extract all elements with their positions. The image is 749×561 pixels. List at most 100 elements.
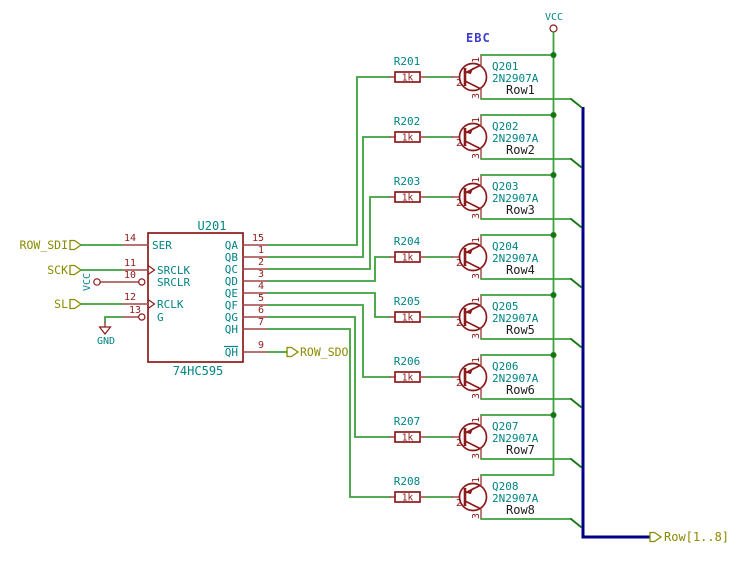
channel-row3[interactable]: R203 1k Q203 2N2907A Row3 1 2 3 bbox=[389, 172, 582, 228]
pin-number: 3 bbox=[258, 269, 264, 280]
vcc-top-text: VCC bbox=[545, 12, 563, 23]
bus-entry bbox=[570, 398, 582, 408]
resistor-ref: R206 bbox=[394, 355, 421, 368]
vcc-left-text: VCC bbox=[82, 273, 93, 291]
transistor-ref: Q208 bbox=[492, 480, 519, 493]
channel-row8[interactable]: R208 1k Q208 2N2907A Row8 1 2 3 bbox=[389, 474, 582, 528]
pin-name-qc: QC bbox=[225, 263, 238, 276]
pin-number: 9 bbox=[258, 340, 264, 351]
transistor-part: 2N2907A bbox=[492, 132, 539, 145]
bus-label[interactable]: Row[1..8] bbox=[649, 530, 729, 544]
gnd-text: GND bbox=[97, 336, 115, 347]
channel-row7[interactable]: R207 1k Q207 2N2907A Row7 1 2 3 bbox=[389, 412, 582, 468]
pin-number-emitter: 1 bbox=[471, 117, 482, 123]
transistor-part: 2N2907A bbox=[492, 192, 539, 205]
ic-body bbox=[147, 232, 244, 363]
pin-number-base: 2 bbox=[456, 198, 462, 209]
resistor-ref: R207 bbox=[394, 415, 421, 428]
pin-number-collector: 3 bbox=[471, 393, 482, 399]
transistor-part: 2N2907A bbox=[492, 312, 539, 325]
row-sdo-label[interactable]: ROW_SDO bbox=[267, 345, 349, 359]
ic-74hc595[interactable]: U201 74HC595 14 11 10 12 13 SER SRCLK SR… bbox=[121, 219, 269, 378]
label-row-sdi[interactable]: ROW_SDI bbox=[20, 238, 68, 252]
ic-value[interactable]: 74HC595 bbox=[173, 364, 224, 378]
pin-name-srclr: SRCLR bbox=[157, 276, 190, 289]
pin-name-qf: QF bbox=[225, 299, 238, 312]
resistor-ref: R208 bbox=[394, 475, 421, 488]
pin-number-collector: 3 bbox=[471, 333, 482, 339]
junction-dot bbox=[550, 292, 557, 298]
pin-number-emitter: 1 bbox=[471, 297, 482, 303]
wire-qe-row5 bbox=[267, 292, 391, 318]
pin-number: 14 bbox=[124, 233, 136, 244]
clock-mark-rclk bbox=[147, 299, 156, 309]
vcc-top-circle bbox=[549, 24, 558, 33]
wire-qb-row2 bbox=[267, 136, 391, 258]
row-bus bbox=[581, 107, 650, 539]
bus-entry bbox=[570, 278, 582, 288]
pin-name-qe: QE bbox=[225, 287, 238, 300]
wire-qg-row7 bbox=[267, 316, 391, 438]
pin-name-ser: SER bbox=[152, 239, 172, 252]
label-sck[interactable]: SCK bbox=[47, 263, 68, 277]
net-label: Row5 bbox=[506, 323, 535, 337]
pin-name-rclk: RCLK bbox=[157, 298, 184, 311]
pin-number: 5 bbox=[258, 293, 264, 304]
resistor-value: 1k bbox=[402, 313, 414, 324]
pin-number-collector: 3 bbox=[471, 273, 482, 279]
junction-dot bbox=[550, 352, 557, 358]
net-label: Row1 bbox=[506, 83, 535, 97]
channel-row4[interactable]: R204 1k Q204 2N2907A Row4 1 2 3 bbox=[389, 232, 582, 288]
transistor-ref: Q204 bbox=[492, 240, 519, 253]
junction-dot bbox=[550, 52, 557, 58]
pin-name-qg: QG bbox=[225, 311, 238, 324]
pin-number-emitter: 1 bbox=[471, 237, 482, 243]
wire-qc-row3 bbox=[267, 196, 391, 270]
gnd-symbol[interactable]: GND bbox=[97, 316, 123, 347]
pin-name-qh: QH bbox=[225, 323, 238, 336]
bus-entry bbox=[570, 218, 582, 228]
wire-g-to-gnd bbox=[104, 316, 123, 323]
net-label: Row6 bbox=[506, 383, 535, 397]
pin-name-qd: QD bbox=[225, 275, 238, 288]
pin-number-collector: 3 bbox=[471, 513, 482, 519]
label-shape-sl bbox=[69, 298, 83, 310]
resistor-value: 1k bbox=[402, 493, 414, 504]
pin-name-qa: QA bbox=[225, 239, 239, 252]
pnp-arrow bbox=[466, 67, 474, 75]
pin-name-srclk: SRCLK bbox=[157, 264, 190, 277]
label-sl[interactable]: SL bbox=[54, 297, 68, 311]
junction-dot bbox=[550, 172, 557, 178]
gnd-arrow bbox=[98, 326, 112, 335]
transistor-circle bbox=[458, 182, 488, 212]
resistor-ref: R203 bbox=[394, 175, 421, 188]
pnp-arrow bbox=[466, 247, 474, 255]
pin-number-collector: 3 bbox=[471, 153, 482, 159]
channel-row2[interactable]: R202 1k Q202 2N2907A Row2 1 2 3 bbox=[389, 112, 582, 168]
pin-number-collector: 3 bbox=[471, 453, 482, 459]
channel-row5[interactable]: R205 1k Q205 2N2907A Row5 1 2 3 bbox=[389, 292, 582, 348]
vcc-symbol-top[interactable]: VCC bbox=[545, 12, 563, 33]
pin-number-base: 2 bbox=[456, 378, 462, 389]
input-labels: ROW_SDI SCK SL bbox=[20, 238, 123, 311]
bus-entry bbox=[570, 158, 582, 168]
transistor-ref: Q206 bbox=[492, 360, 519, 373]
pnp-arrow bbox=[466, 487, 474, 495]
pnp-arrow bbox=[466, 187, 474, 195]
pin-number-emitter: 1 bbox=[471, 357, 482, 363]
note-ebc[interactable]: EBC bbox=[466, 31, 491, 45]
vcc-symbol-left[interactable]: VCC bbox=[82, 273, 123, 291]
ic-reference[interactable]: U201 bbox=[198, 219, 227, 233]
channel-row6[interactable]: R206 1k Q206 2N2907A Row6 1 2 3 bbox=[389, 352, 582, 408]
wire-qd-row4 bbox=[267, 256, 391, 282]
resistor-ref: R204 bbox=[394, 235, 421, 248]
pin-name-g: G bbox=[157, 311, 164, 324]
resistor-ref: R205 bbox=[394, 295, 421, 308]
bus-entry bbox=[570, 338, 582, 348]
transistor-ref: Q202 bbox=[492, 120, 519, 133]
pin-number-base: 2 bbox=[456, 498, 462, 509]
pin-number: 12 bbox=[124, 292, 136, 303]
pin-number-base: 2 bbox=[456, 438, 462, 449]
channel-row1[interactable]: R201 1k Q201 2N2907A Row1 1 2 3 bbox=[389, 52, 582, 108]
